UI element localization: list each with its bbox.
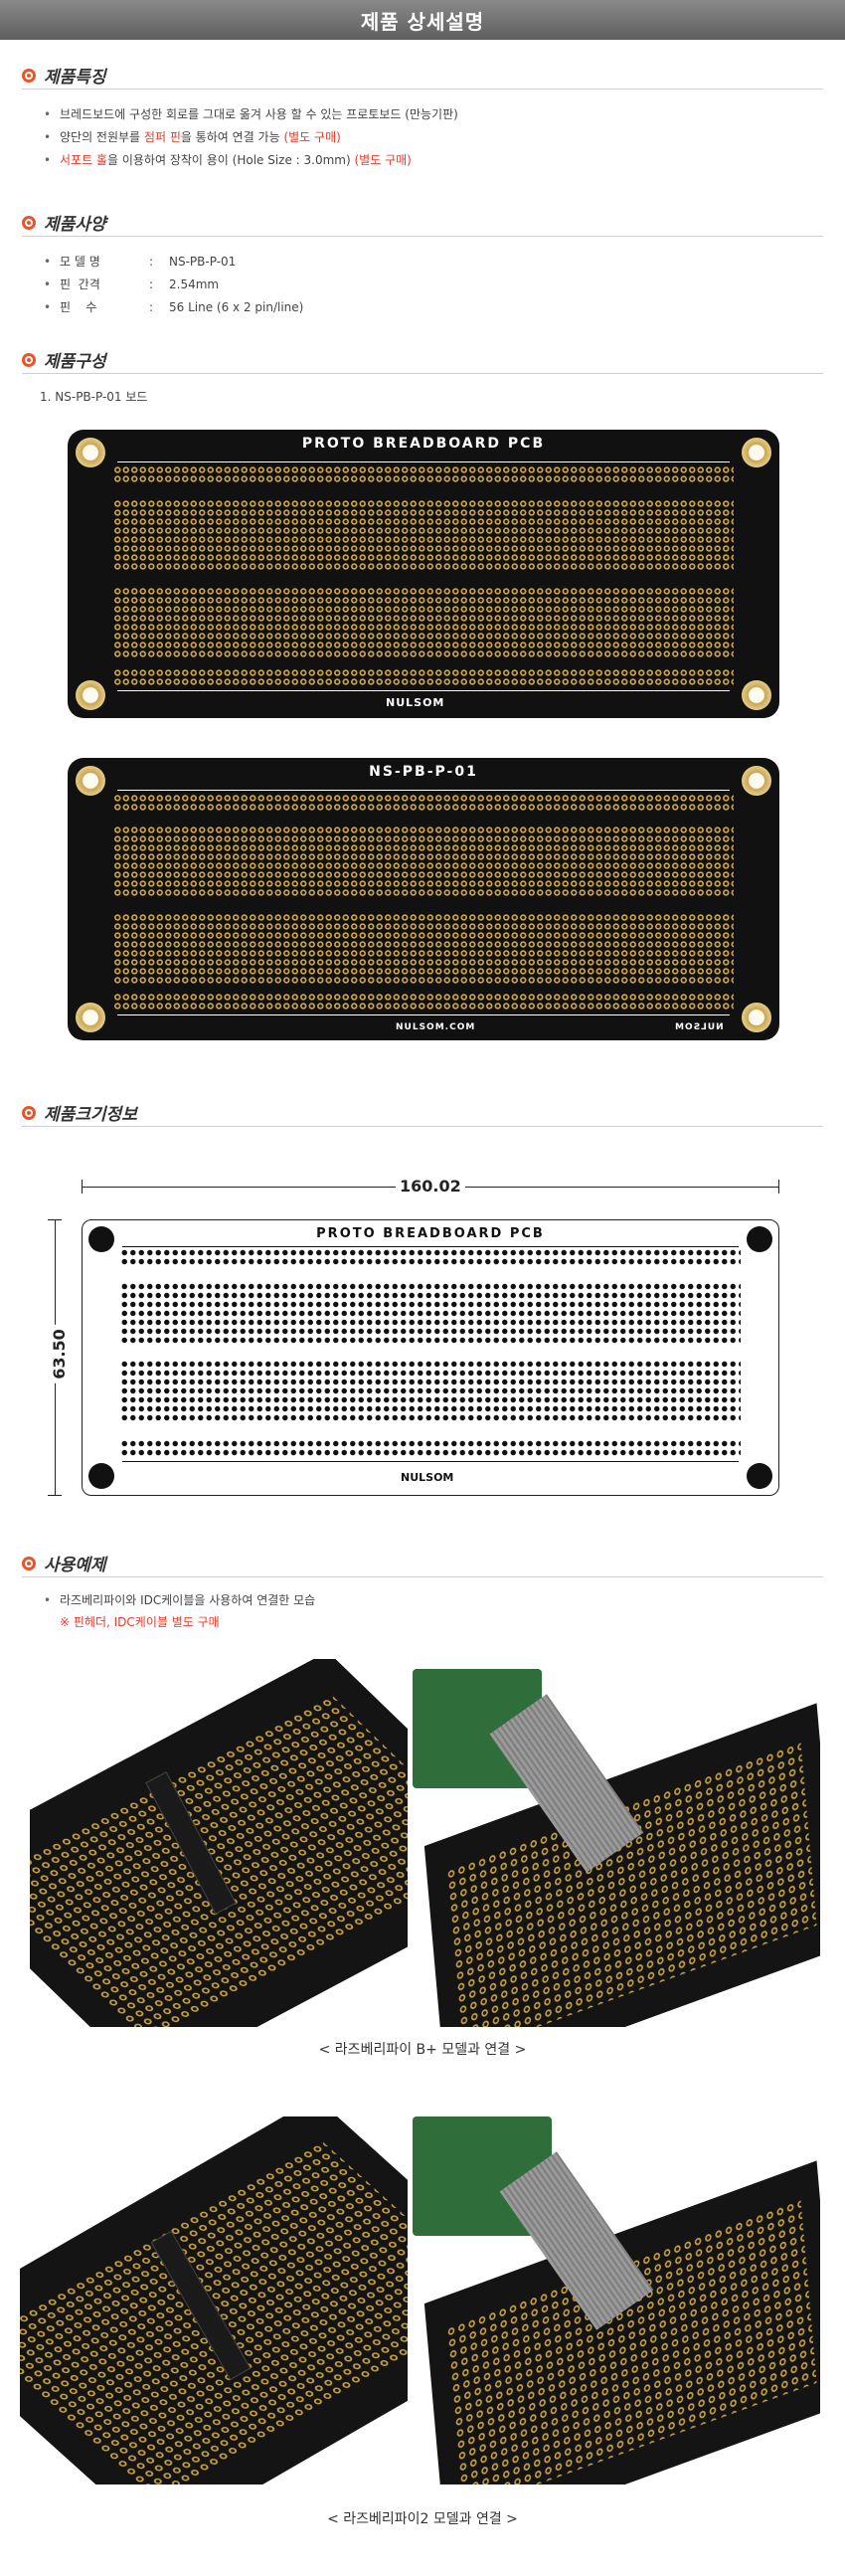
usage-photo-1-left bbox=[30, 1659, 408, 2027]
spec-row: 핀 수:56 Line (6 x 2 pin/line) bbox=[44, 296, 303, 319]
usage-note: ※ 핀헤더, IDC케이블 별도 구매 bbox=[60, 1615, 220, 1629]
pcb-photo bbox=[20, 2116, 408, 2484]
mount-hole bbox=[76, 766, 105, 796]
usage-photo-2-left bbox=[20, 2116, 408, 2484]
bullet-circle-icon bbox=[22, 352, 36, 367]
brand-logo: NULSOM bbox=[401, 1471, 454, 1484]
mount-hole bbox=[742, 438, 771, 467]
rail-line bbox=[117, 1014, 730, 1015]
section-components-heading: 제품구성 bbox=[22, 346, 823, 374]
usage-list: 라즈베리파이와 IDC케이블을 사용하여 연결한 모습 bbox=[44, 1589, 315, 1612]
dimension-tick bbox=[48, 1219, 62, 1220]
rail-line bbox=[117, 690, 730, 691]
list-item: 라즈베리파이와 IDC케이블을 사용하여 연결한 모습 bbox=[44, 1589, 315, 1612]
bullet-circle-icon bbox=[22, 1105, 36, 1120]
section-title: 제품사양 bbox=[44, 215, 106, 235]
list-item: 서포트 홀을 이용하여 장착이 용이 (Hole Size : 3.0mm) (… bbox=[44, 149, 458, 172]
pcb-front-image: PROTO BREADBOARD PCB NULSOM bbox=[68, 430, 779, 718]
section-usage-heading: 사용예제 bbox=[22, 1550, 823, 1577]
usage-photo-2-right bbox=[413, 2116, 820, 2484]
dimension-tick bbox=[82, 1180, 83, 1194]
power-rail-pads bbox=[113, 668, 734, 686]
features-list: 브레드보드에 구성한 회로를 그대로 옮겨 사용 할 수 있는 프로토보드 (만… bbox=[44, 103, 458, 172]
component-item: 1. NS-PB-P-01 보드 bbox=[40, 390, 148, 404]
power-rail-dots bbox=[120, 1439, 741, 1457]
pad-grid bbox=[113, 587, 734, 658]
power-rail-pads bbox=[113, 993, 734, 1011]
list-item: 양단의 전원부를 점퍼 핀을 통하여 연결 가능 (별도 구매) bbox=[44, 126, 458, 149]
mount-hole bbox=[747, 1463, 772, 1489]
mount-hole bbox=[747, 1226, 772, 1252]
rail-line bbox=[122, 1246, 739, 1247]
bullet-circle-icon bbox=[22, 215, 36, 230]
dimension-tick bbox=[48, 1495, 62, 1496]
pad-grid bbox=[113, 826, 734, 897]
mount-hole bbox=[88, 1226, 114, 1252]
spec-row: 모 델 명:NS-PB-P-01 bbox=[44, 251, 303, 274]
brand-url: NULSOM.COM bbox=[396, 1022, 476, 1032]
pad-grid bbox=[445, 2198, 817, 2484]
page-header: 제품 상세설명 bbox=[0, 0, 845, 40]
height-dimension-label: 63.50 bbox=[49, 1325, 69, 1383]
pcb-title: PROTO BREADBOARD PCB bbox=[301, 436, 546, 452]
bullet-circle-icon bbox=[22, 1556, 36, 1570]
rail-line bbox=[117, 461, 730, 462]
spec-list: 모 델 명:NS-PB-P-01 핀 간격:2.54mm 핀 수:56 Line… bbox=[44, 251, 303, 319]
brand-logo: NULSOM bbox=[674, 1022, 724, 1032]
rail-line bbox=[117, 790, 730, 791]
photo-caption: < 라즈베리파이 B+ 모델과 연결 > bbox=[318, 2042, 527, 2058]
pcb-outline-drawing: PROTO BREADBOARD PCB NULSOM bbox=[82, 1219, 779, 1496]
mount-hole bbox=[742, 1003, 771, 1032]
hole-grid bbox=[120, 1282, 741, 1346]
pcb-title: NS-PB-P-01 bbox=[369, 764, 478, 780]
dimension-tick bbox=[778, 1180, 779, 1194]
mount-hole bbox=[76, 438, 105, 467]
bullet-circle-icon bbox=[22, 68, 36, 83]
section-title: 제품구성 bbox=[44, 352, 106, 372]
section-features-heading: 제품특징 bbox=[22, 62, 823, 90]
pad-grid bbox=[113, 499, 734, 571]
list-item: 브레드보드에 구성한 회로를 그대로 옮겨 사용 할 수 있는 프로토보드 (만… bbox=[44, 103, 458, 126]
mount-hole bbox=[76, 680, 105, 710]
width-dimension-label: 160.02 bbox=[396, 1177, 465, 1196]
power-rail-dots bbox=[120, 1248, 741, 1266]
hole-grid bbox=[120, 1360, 741, 1423]
page-title: 제품 상세설명 bbox=[360, 9, 485, 34]
mount-hole bbox=[742, 680, 771, 710]
photo-caption: < 라즈베리파이2 모델과 연결 > bbox=[327, 2511, 518, 2527]
pcb-title: PROTO BREADBOARD PCB bbox=[316, 1226, 545, 1241]
section-title: 사용예제 bbox=[44, 1556, 106, 1575]
mount-hole bbox=[742, 766, 771, 796]
mount-hole bbox=[88, 1463, 114, 1489]
section-title: 제품크기정보 bbox=[44, 1105, 137, 1125]
section-specs-heading: 제품사양 bbox=[22, 209, 823, 237]
pad-grid bbox=[113, 913, 734, 985]
section-title: 제품특징 bbox=[44, 68, 106, 88]
power-rail-pads bbox=[113, 794, 734, 812]
mount-hole bbox=[76, 1003, 105, 1032]
spec-row: 핀 간격:2.54mm bbox=[44, 274, 303, 296]
pad-grid bbox=[30, 1694, 408, 2027]
pcb-back-image: NS-PB-P-01 NULSOM.COM NULSOM bbox=[68, 758, 779, 1040]
section-size-heading: 제품크기정보 bbox=[22, 1099, 823, 1127]
pcb-photo bbox=[30, 1659, 408, 2027]
usage-photo-1-right bbox=[413, 1659, 820, 2027]
rail-line bbox=[122, 1461, 739, 1462]
brand-logo: NULSOM bbox=[386, 696, 445, 709]
power-rail-pads bbox=[113, 465, 734, 483]
